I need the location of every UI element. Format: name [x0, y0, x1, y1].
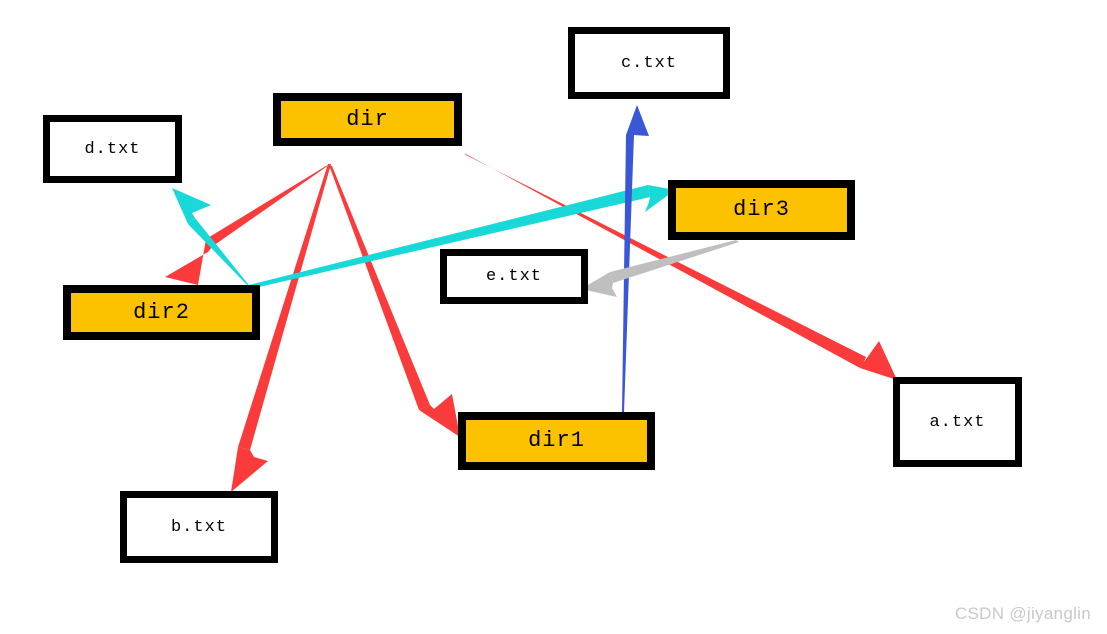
edge-dir1-to-c-txt — [622, 105, 649, 412]
node-label: dir3 — [733, 197, 790, 222]
node-label: b.txt — [170, 517, 227, 537]
node-label: d.txt — [84, 139, 141, 159]
node-label: a.txt — [929, 412, 986, 432]
node-label: e.txt — [485, 267, 542, 286]
node-e-txt[interactable]: e.txt — [440, 249, 588, 304]
node-label: c.txt — [620, 53, 677, 73]
node-label: dir — [346, 106, 389, 132]
edge-dir3-to-e-txt — [581, 240, 739, 297]
node-dir[interactable]: dir — [273, 93, 462, 146]
node-b-txt[interactable]: b.txt — [120, 491, 278, 563]
edge-dir2-to-d-txt — [172, 188, 252, 289]
node-d-txt[interactable]: d.txt — [43, 115, 182, 183]
node-label: dir2 — [133, 299, 190, 325]
node-dir3[interactable]: dir3 — [668, 180, 855, 240]
node-dir2[interactable]: dir2 — [63, 285, 260, 340]
node-c-txt[interactable]: c.txt — [568, 27, 730, 99]
node-a-txt[interactable]: a.txt — [893, 377, 1022, 467]
node-label: dir1 — [528, 428, 585, 453]
node-dir1[interactable]: dir1 — [458, 412, 655, 470]
watermark: CSDN @jiyanglin — [954, 604, 1091, 623]
edge-dir-to-dir2 — [165, 165, 329, 285]
